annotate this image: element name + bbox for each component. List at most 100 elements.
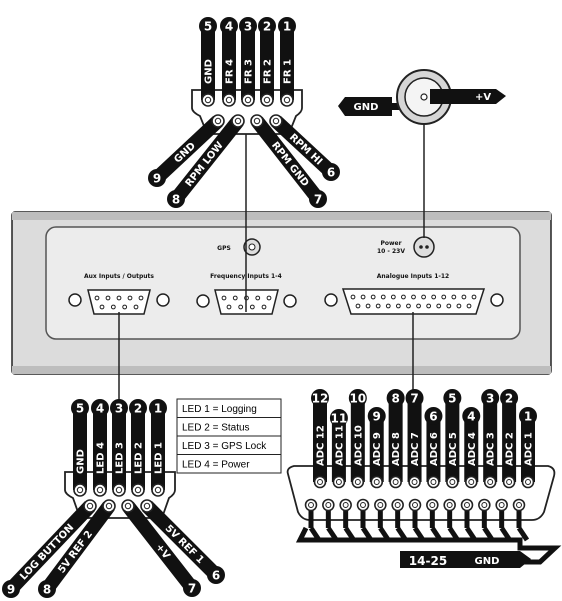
socket-pin	[401, 294, 406, 300]
pin-number-badge	[329, 409, 348, 427]
pin-number: 8	[172, 193, 180, 207]
aux-socket	[87, 289, 151, 315]
pin-number-badge	[2, 580, 20, 598]
pin-number-badge	[519, 407, 537, 425]
pin-number: 7	[314, 193, 322, 207]
pin-hole-center	[481, 502, 488, 508]
pin-number-badge	[405, 389, 424, 407]
socket-pin	[133, 304, 139, 310]
aux-screw-right	[156, 293, 170, 307]
socket-pin	[249, 304, 255, 310]
pin-label: LED 3	[115, 442, 126, 474]
pin-number-badge	[167, 190, 185, 208]
pin-number: 1	[524, 410, 532, 424]
pin-label: ADC 8	[391, 432, 402, 466]
pin-hole-center	[373, 479, 380, 485]
pin-number-badge	[71, 399, 89, 417]
pin-hole-center	[335, 479, 342, 485]
pin-number: 9	[7, 583, 15, 597]
pin-wire-group	[152, 115, 223, 184]
pin-hole-center	[468, 479, 475, 485]
pin-number-badge	[199, 17, 217, 35]
pin-label: LED 1	[154, 442, 165, 474]
pin-number-badge	[481, 389, 500, 407]
socket-pin	[350, 294, 356, 300]
socket-pin	[426, 303, 432, 309]
pin-wire-group	[5, 501, 96, 594]
pin-hole-center	[86, 502, 94, 510]
pin-number-badge	[500, 389, 519, 407]
pin-wire-group	[251, 116, 324, 204]
pin-number: 10	[349, 392, 366, 406]
pin-hole-center	[214, 117, 222, 125]
pin-label: ADC 10	[353, 425, 364, 466]
socket-pin	[421, 294, 426, 300]
socket-pin	[406, 303, 411, 309]
adc-gnd-range: 14-25	[409, 554, 447, 568]
pin-wire-group	[170, 116, 244, 204]
socket-pin	[431, 294, 437, 300]
socket-pin	[456, 303, 462, 309]
pin-hole-center	[124, 502, 132, 510]
adc-screw-left	[324, 293, 338, 307]
pin-wire	[152, 115, 223, 184]
pin-number: 5	[448, 392, 456, 406]
pin-hole-center	[377, 502, 384, 508]
pin-label: FR 2	[263, 59, 274, 84]
pin-hole-center	[360, 502, 366, 508]
pin-number: 8	[43, 583, 51, 597]
pin-label: ADC 3	[486, 432, 497, 466]
pin-hole-center	[430, 479, 437, 485]
pin-wire	[260, 28, 274, 100]
socket-pin	[105, 295, 111, 301]
pin-wire-group	[142, 501, 221, 580]
pin-wire	[170, 116, 244, 204]
socket-pin	[365, 303, 371, 309]
socket-pin	[441, 294, 447, 300]
pin-hole-center	[525, 479, 531, 485]
pin-number-badge	[386, 389, 405, 407]
socket-pin	[436, 303, 442, 309]
pin-wire	[151, 410, 165, 490]
power-pos-label: +V	[475, 92, 491, 103]
pin-number: 2	[134, 402, 142, 416]
pin-wire	[241, 28, 255, 100]
legend-entry: LED 2 = Status	[182, 423, 250, 434]
power-range: 10 - 23V	[377, 248, 405, 255]
front-panel	[45, 226, 521, 340]
pin-hole-center	[429, 502, 436, 508]
pin-hole-center	[342, 502, 349, 508]
pin-number: 6	[212, 569, 220, 583]
socket-pin	[471, 294, 477, 300]
gnd-wire	[516, 526, 530, 542]
pin-number-badge	[149, 399, 167, 417]
power-gnd-label: GND	[354, 102, 379, 113]
pin-hole-center	[412, 502, 418, 508]
pin-wire	[521, 418, 535, 482]
legend-entry: LED 1 = Logging	[182, 404, 257, 415]
pin-wire	[131, 410, 145, 490]
pin-number-badge	[110, 399, 128, 417]
legend-row	[176, 454, 282, 474]
socket-pin	[466, 303, 472, 309]
pin-number: 3	[244, 20, 252, 34]
pin-label: FR 4	[225, 59, 236, 84]
pin-hole-center	[325, 502, 332, 508]
aux-screw-left	[68, 293, 82, 307]
pin-hole-center	[263, 96, 271, 104]
pin-hole-center	[115, 486, 123, 494]
socket-pin	[380, 294, 386, 300]
socket-pin	[385, 303, 391, 309]
analogue-label: Analogue Inputs 1-12	[377, 273, 449, 280]
socket-pin	[266, 295, 272, 301]
pin-wire	[426, 418, 441, 482]
pin-number-badge	[322, 163, 340, 181]
pin-wire	[5, 501, 96, 594]
pin-hole-center	[204, 96, 212, 104]
unit-top-edge	[12, 212, 551, 220]
pin-number: 8	[391, 392, 399, 406]
pin-number-badge	[207, 566, 225, 584]
pin-number: 12	[312, 392, 329, 406]
pin-number: 1	[283, 20, 291, 34]
socket-pin	[446, 303, 452, 309]
